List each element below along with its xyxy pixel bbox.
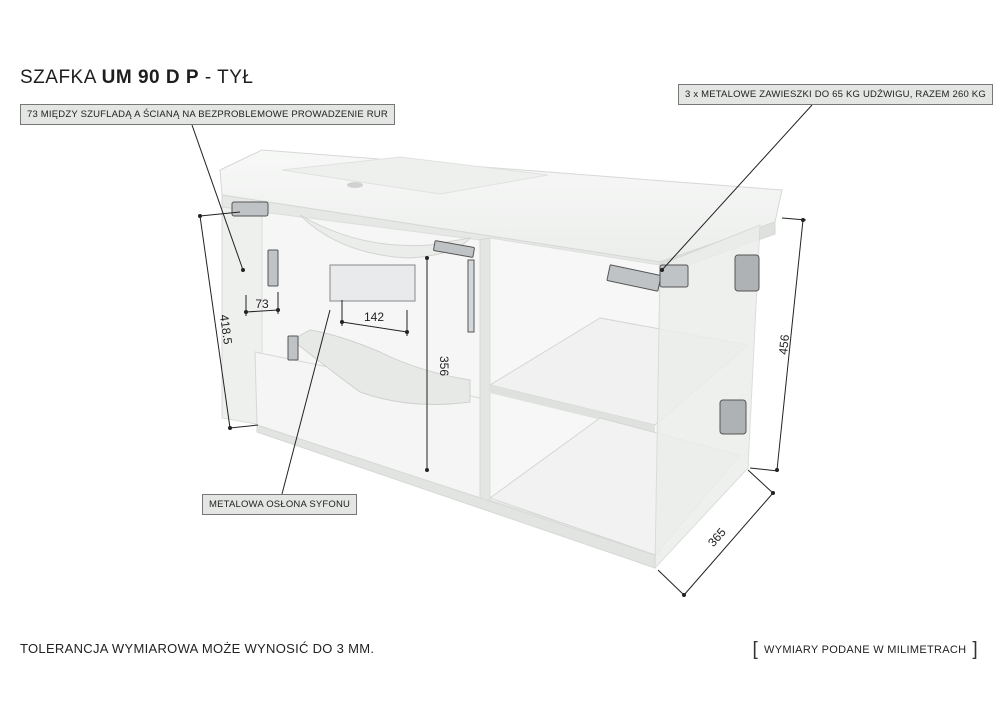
leader-gap-note <box>191 124 244 271</box>
hinge-bottom <box>719 399 747 435</box>
hanger-bracket-right <box>659 264 689 288</box>
drawer-cutout-panel <box>329 264 416 302</box>
bracket-close: ] <box>972 639 978 660</box>
drawer-rail-upright <box>467 259 475 333</box>
dimension-dots <box>198 214 805 597</box>
tolerance-note: TOLERANCJA WYMIAROWA MOŻE WYNOSIĆ DO 3 M… <box>20 641 375 656</box>
page-title: SZAFKA UM 90 D P - TYŁ <box>20 67 253 89</box>
dim-label-depth: 365 <box>705 525 729 550</box>
siphon-cover <box>291 329 471 405</box>
dim-line-gap <box>245 309 279 313</box>
hardware <box>231 201 760 435</box>
drawer-rail-left <box>267 249 279 287</box>
dim-label-left-height: 418.5 <box>217 314 235 346</box>
leader-siphon-note <box>281 309 331 495</box>
dim-label-gap: 73 <box>255 297 269 311</box>
units-note: [ WYMIARY PODANE W MILIMETRACH ] <box>752 640 978 659</box>
hanger-bracket-left <box>231 201 269 217</box>
title-prefix: SZAFKA <box>20 67 102 88</box>
units-text: WYMIARY PODANE W MILIMETRACH <box>764 643 967 656</box>
drawer-rail-top <box>433 240 475 258</box>
callout-siphon-note: METALOWA OSŁONA SYFONU <box>202 494 358 515</box>
title-model: UM 90 D P <box>101 67 200 88</box>
dim-label-right-height: 456 <box>776 334 792 356</box>
dim-line-left-height <box>199 215 231 429</box>
dim-line-right-height <box>776 219 804 471</box>
drain-hole <box>347 182 363 188</box>
drawer-rail-lower <box>287 335 299 361</box>
dim-line-cutout-width <box>341 321 408 333</box>
hinge-top <box>734 254 760 292</box>
dim-line-depth <box>683 492 774 596</box>
callout-gap-note: 73 MIĘDZY SZUFLADĄ A ŚCIANĄ NA BEZPROBLE… <box>20 104 395 125</box>
rail-right <box>606 264 662 292</box>
leader-hangers-note <box>661 104 813 271</box>
bracket-open: [ <box>752 639 759 660</box>
callout-hangers-note: 3 x METALOWE ZAWIESZKI DO 65 KG UDŹWIGU,… <box>678 84 993 105</box>
dim-label-cutout-height: 356 <box>437 356 451 376</box>
dim-label-cutout-width: 142 <box>364 310 384 324</box>
title-suffix: - TYŁ <box>199 67 254 88</box>
